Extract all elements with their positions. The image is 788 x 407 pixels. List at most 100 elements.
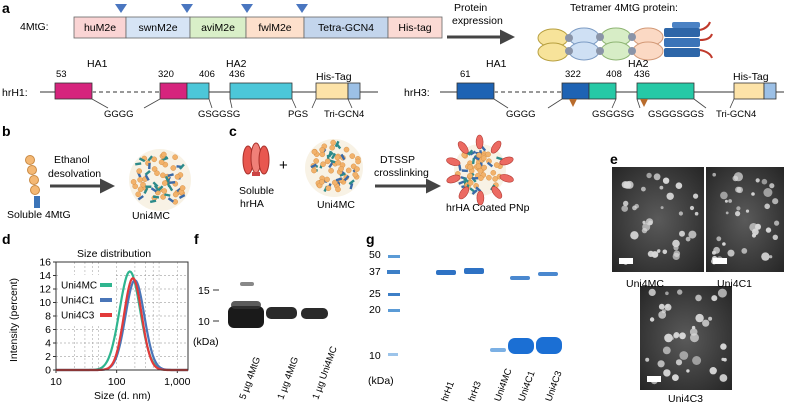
hrh3-linker-3: GSGGSGGS <box>648 109 704 120</box>
particle-dot <box>642 223 651 231</box>
y-tick-label: 0 <box>45 365 51 377</box>
hrh1-num-53: 53 <box>56 69 67 80</box>
hrh3-linker-1: GGGG <box>506 109 536 120</box>
module-label: aviM2e <box>201 22 235 34</box>
hrh3-label: hrH3: <box>404 87 430 99</box>
particle-dot <box>621 205 628 212</box>
particle-dot <box>732 175 739 182</box>
construct-label: 4MtG: <box>20 21 49 33</box>
panel-label-b: b <box>2 123 11 139</box>
particle-dot <box>623 181 632 189</box>
blot-lane-2: 1 µg 4MtG <box>275 355 301 401</box>
particle-dot <box>673 245 679 251</box>
particle-dot <box>665 291 669 296</box>
particle-dot <box>709 367 717 375</box>
triangle-marker <box>296 4 308 13</box>
hrh3-linker-4: Tri-GCN4 <box>716 109 756 120</box>
panel-label-c: c <box>229 123 237 139</box>
particle-dot <box>662 249 668 255</box>
hrh1-map: hrH1: HA1 HA2 His-Tag 53 320 406 436 GG <box>2 58 378 120</box>
panel-e: e Uni4MC Uni4C1 Uni4C3 <box>610 151 784 405</box>
soluble-4mtg-illustration <box>25 155 40 208</box>
particle-dot <box>679 351 689 360</box>
particle-dot <box>688 230 697 239</box>
hrha-trimer-illustration <box>242 142 270 176</box>
hrh1-his: His-Tag <box>316 71 352 83</box>
hrh1-num-406: 406 <box>199 69 215 80</box>
particle-dot <box>659 185 664 190</box>
particle-dot <box>765 227 772 233</box>
coated-pnp-particle <box>446 134 514 206</box>
crosslinking-label: crosslinking <box>374 167 429 179</box>
hrh1-num-436: 436 <box>229 69 245 80</box>
particle-dot <box>645 357 650 362</box>
plus-sign: + <box>279 157 288 174</box>
coated-pnp-label: hrHA Coated PNp <box>446 202 530 214</box>
particle-dot <box>769 183 775 189</box>
sem-caption-uni4mc: Uni4MC <box>626 278 664 290</box>
sem-caption-uni4c3: Uni4C3 <box>668 393 703 405</box>
particle-dot <box>646 172 652 179</box>
hrh1-linker-4: Tri-GCN4 <box>324 109 364 120</box>
particle-dot <box>727 249 735 257</box>
x-tick-label: 1,000 <box>164 376 190 388</box>
particle-dot <box>720 191 728 200</box>
arrow-label-1: Protein <box>454 2 487 14</box>
particle-dot <box>686 369 690 373</box>
y-tick-label: 2 <box>45 351 51 363</box>
legend-label: Uni4MC <box>61 281 97 292</box>
panel-label-a: a <box>2 0 10 16</box>
particle-dot <box>755 178 760 183</box>
particle-dot <box>745 209 750 213</box>
particle-dot <box>695 313 704 323</box>
scale-bar <box>619 258 633 264</box>
glycosite-marker <box>640 99 648 107</box>
hrh1-linker-2: GSGGSG <box>198 109 240 120</box>
uni4mc-particle-c <box>305 139 363 197</box>
particle-dot <box>717 288 727 298</box>
particle-dot <box>761 252 770 261</box>
particle-dot <box>763 188 773 197</box>
particle-dot <box>728 199 732 203</box>
particle-dot <box>713 246 720 254</box>
sem-image-uni4c1 <box>706 167 784 272</box>
legend-swatch <box>100 283 112 287</box>
blot-lane-3: 1 µg Uni4MC <box>310 345 339 401</box>
scale-bar <box>713 258 727 264</box>
particle-dot <box>672 374 679 381</box>
sem-image-uni4c3 <box>640 286 732 390</box>
particle-dot <box>694 211 699 216</box>
particle-dot <box>716 236 722 242</box>
particle-dot <box>671 337 674 340</box>
gel-lane-4: Uni4C1 <box>516 369 537 403</box>
particle-dot <box>725 211 729 215</box>
blot-tick-10: 10 <box>198 316 210 328</box>
particle-dot <box>774 220 780 226</box>
soluble-4mtg-label: Soluble 4MtG <box>7 209 71 221</box>
panel-g: g 50 37 25 20 10 (kDa) hrH1 hrH3 Un <box>366 231 565 403</box>
particle-dot <box>722 242 726 246</box>
particle-dot <box>641 186 646 192</box>
ethanol-label: Ethanol <box>54 154 90 166</box>
gel-lane-3: Uni4MC <box>492 367 514 403</box>
hrh3-ha1: HA1 <box>486 58 507 70</box>
hrh3-linker-2: GSGGSG <box>592 109 634 120</box>
module-label: His-tag <box>398 22 431 34</box>
particle-dot <box>751 192 755 196</box>
blot-tick-15: 15 <box>198 285 210 297</box>
particle-dot <box>663 369 671 377</box>
y-tick-label: 12 <box>39 284 51 296</box>
particle-dot <box>679 230 685 237</box>
particle-dot <box>679 332 686 340</box>
particle-dot <box>678 211 684 216</box>
sem-image-uni4mc <box>612 167 704 272</box>
y-tick-label: 8 <box>45 311 51 323</box>
particle-dot <box>672 239 680 248</box>
tetramer-label: Tetramer 4MtG protein: <box>570 2 678 14</box>
particle-dot <box>693 193 699 199</box>
glycosite-marker <box>569 99 577 107</box>
particle-dot <box>661 309 666 314</box>
